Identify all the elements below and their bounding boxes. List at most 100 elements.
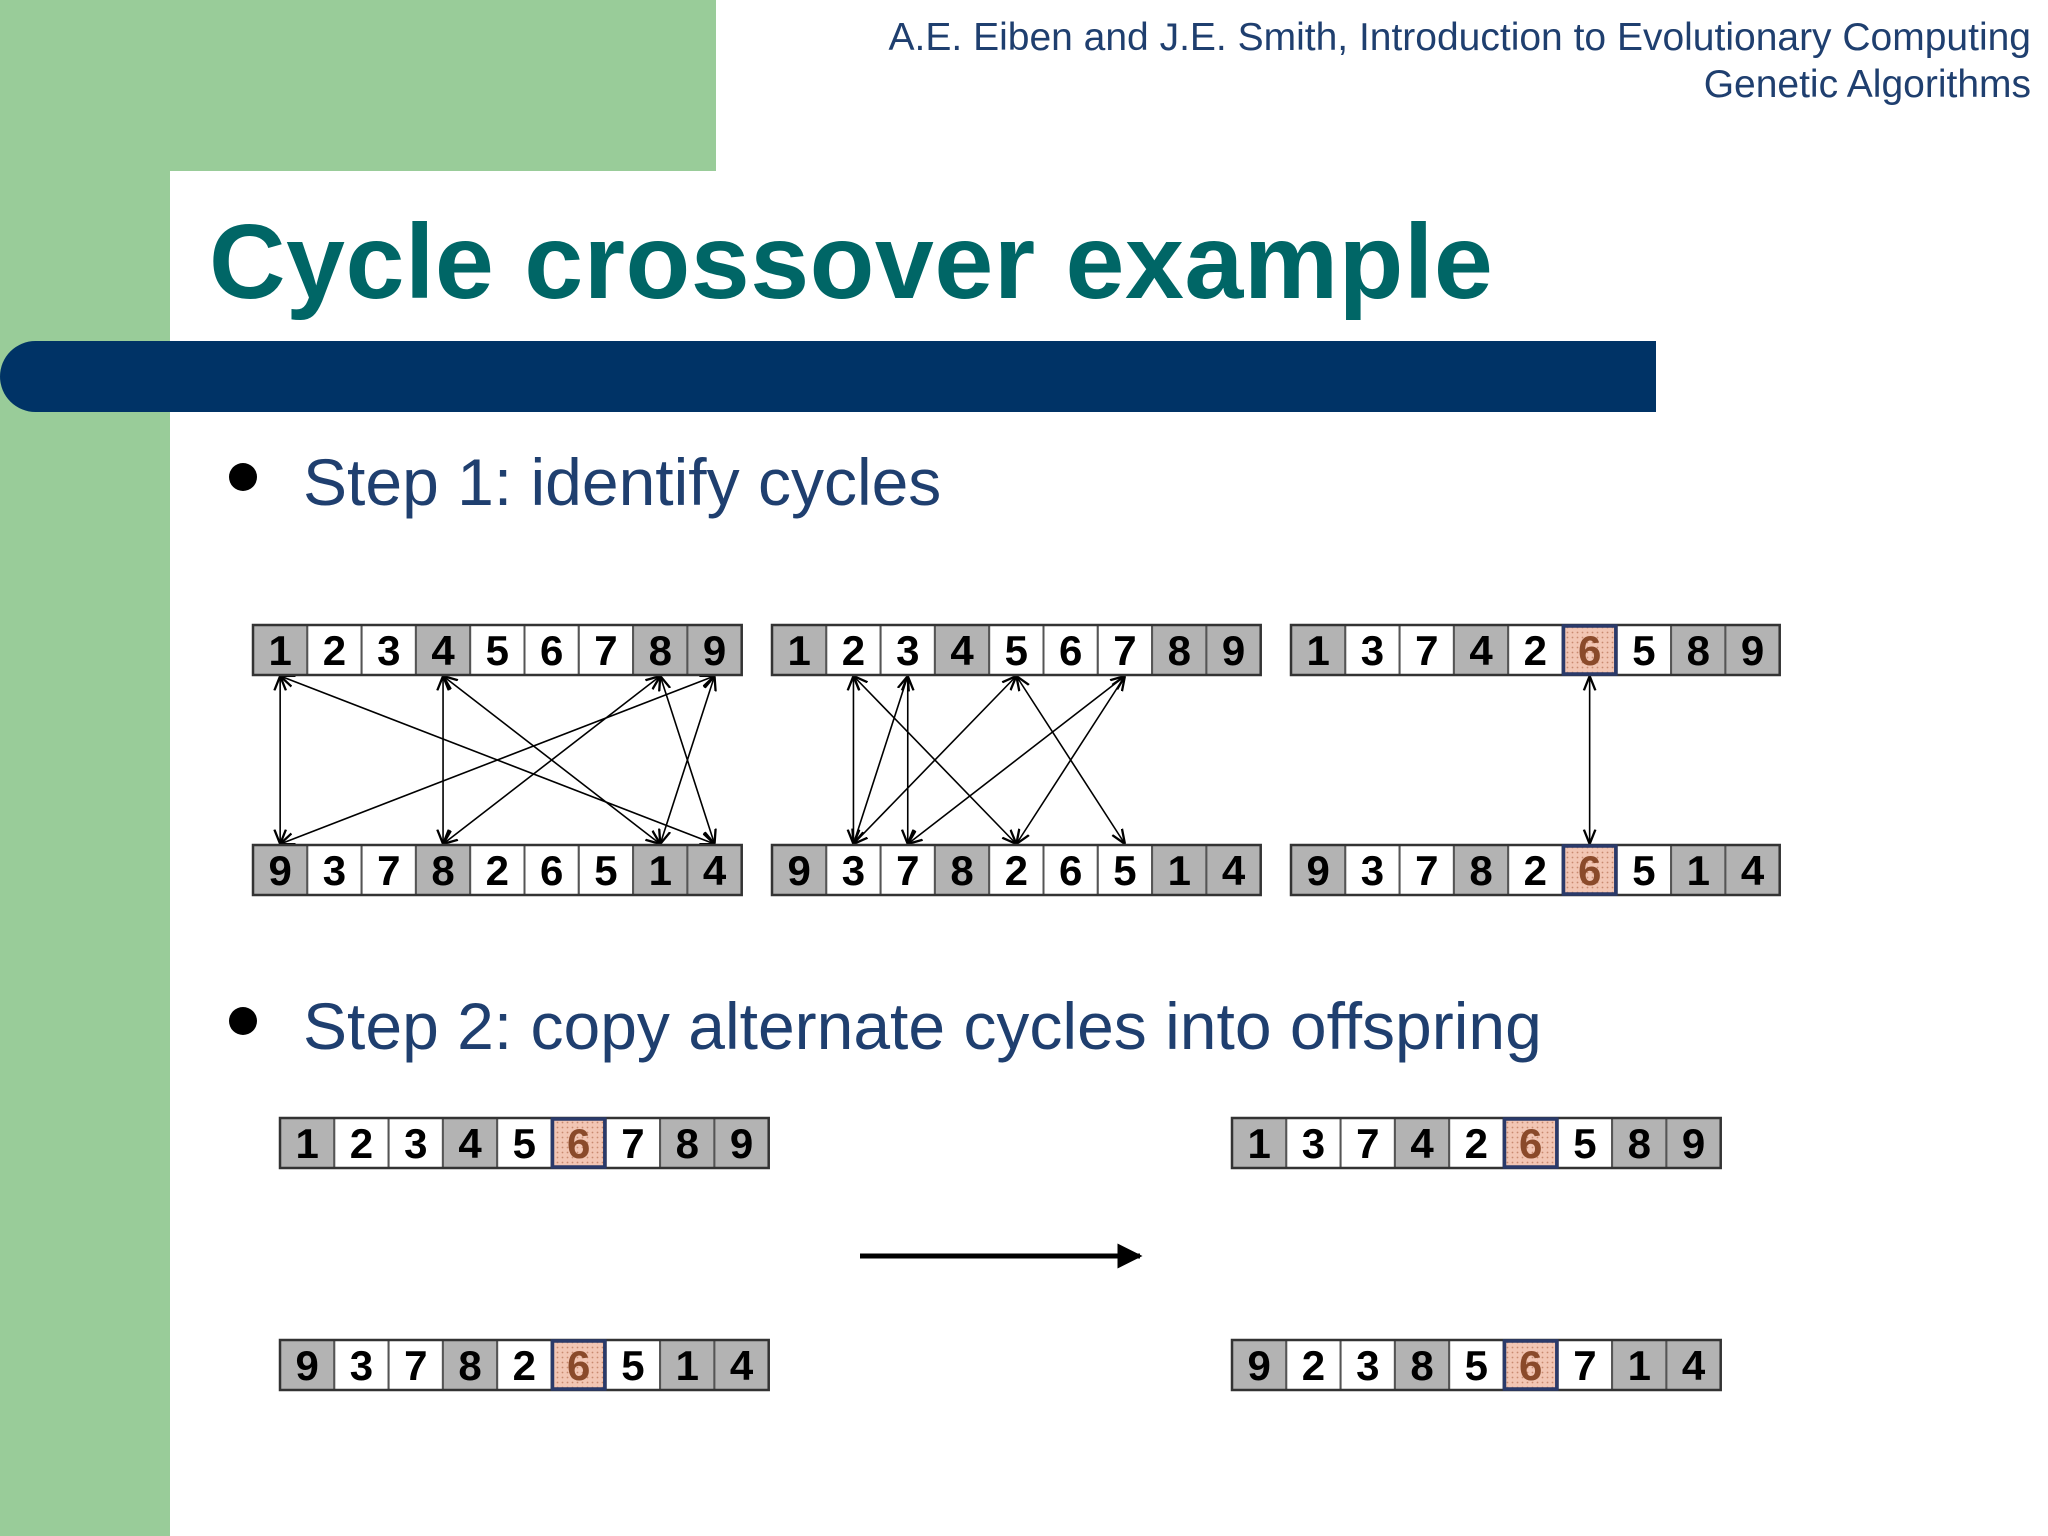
gene-value: 4 [1410,1120,1434,1167]
cycle-links [280,676,1590,844]
gene-value: 5 [1632,847,1655,894]
gene-cell [1285,1339,1342,1391]
gene-value: 4 [1682,1342,1706,1389]
gene-value: 5 [594,847,617,894]
gene-value: 1 [676,1342,699,1389]
gene-cell [1398,624,1455,676]
gene-value: 5 [1632,627,1655,674]
gene-cell [387,1339,444,1391]
gene-value: 7 [1356,1120,1379,1167]
gene-cell [1290,844,1347,896]
gene-value: 1 [1687,847,1710,894]
gene-cell [686,624,743,676]
gene-cell [632,624,689,676]
gene-value: 3 [1361,627,1384,674]
gene-value: 3 [896,627,919,674]
gene-value: 8 [1628,1120,1651,1167]
gene-cell [1339,1117,1396,1169]
gene-value: 9 [268,847,291,894]
gene-value: 3 [404,1120,427,1167]
highlighted-gene-box [550,1117,607,1169]
bullet-text-1: Step 1: identify cycles [303,445,942,519]
gene-value: 7 [594,627,617,674]
gene-value: 4 [730,1342,754,1389]
gene-value: 6 [540,847,563,894]
gene-value: 2 [1524,847,1547,894]
gene-cell [333,1117,390,1169]
gene-value: 3 [323,847,346,894]
gene-value: 9 [703,627,726,674]
gene-value: 7 [896,847,919,894]
gene-value: 5 [621,1342,644,1389]
gene-value: 5 [1573,1120,1596,1167]
gene-value: 7 [1573,1342,1596,1389]
gene-value: 4 [431,627,455,674]
gene-value: 6 [1059,847,1082,894]
sidebar-green-band [0,0,170,1536]
gene-value: 9 [1306,847,1329,894]
gene-value: 4 [1222,847,1246,894]
gene-cell [1398,844,1455,896]
highlighted-gene-box [1502,1339,1559,1391]
gene-value: 5 [486,627,509,674]
gene-value: 9 [295,1342,318,1389]
gene-value: 8 [431,847,454,894]
gene-value: 6 [1059,627,1082,674]
gene-value: 3 [1302,1120,1325,1167]
gene-cell [1556,1117,1614,1169]
gene-value: 5 [513,1120,536,1167]
header-subtitle: Genetic Algorithms [1703,63,2031,106]
gene-cell [1042,844,1099,896]
gene-value: 2 [486,847,509,894]
gene-value: 6 [1578,847,1601,894]
title-underline-bar [0,341,1656,412]
gene-value: 2 [1302,1342,1325,1389]
gene-value: 4 [950,627,974,674]
gene-value: 3 [377,627,400,674]
gene-cell [1670,844,1727,896]
gene-value: 6 [1519,1120,1542,1167]
gene-value: 9 [1682,1120,1705,1167]
gene-cell [1231,1339,1288,1391]
gene-cell [1452,844,1510,896]
gene-cell [713,1117,770,1169]
gene-value: 2 [513,1342,536,1389]
gene-value: 4 [1469,627,1493,674]
cycle-link [908,676,1125,844]
gene-value: 1 [295,1120,318,1167]
gene-cell [1205,844,1262,896]
gene-value: 3 [1361,847,1384,894]
gene-value: 3 [842,847,865,894]
header-citation: A.E. Eiben and J.E. Smith, Introduction … [888,16,2031,59]
gene-value: 7 [621,1120,644,1167]
gene-value: 6 [1519,1342,1542,1389]
highlighted-gene-box [1561,844,1618,896]
bullet-text-2: Step 2: copy alternate cycles into offsp… [303,989,1542,1063]
gene-cell [1665,1117,1722,1169]
gene-value: 1 [1306,627,1329,674]
gene-cell [879,844,936,896]
gene-value: 8 [1168,627,1191,674]
gene-value: 8 [649,627,672,674]
gene-value: 9 [730,1120,753,1167]
gene-cell [1615,624,1673,676]
gene-value: 3 [1356,1342,1379,1389]
highlighted-gene-box [550,1339,607,1391]
gene-cell [1448,1117,1505,1169]
gene-value: 7 [1113,627,1136,674]
gene-value: 7 [404,1342,427,1389]
gene-cell [1507,624,1564,676]
gene-cell [496,1117,553,1169]
gene-value: 7 [1415,627,1438,674]
gene-value: 6 [567,1120,590,1167]
gene-value: 1 [1168,847,1191,894]
gene-value: 8 [1410,1342,1433,1389]
